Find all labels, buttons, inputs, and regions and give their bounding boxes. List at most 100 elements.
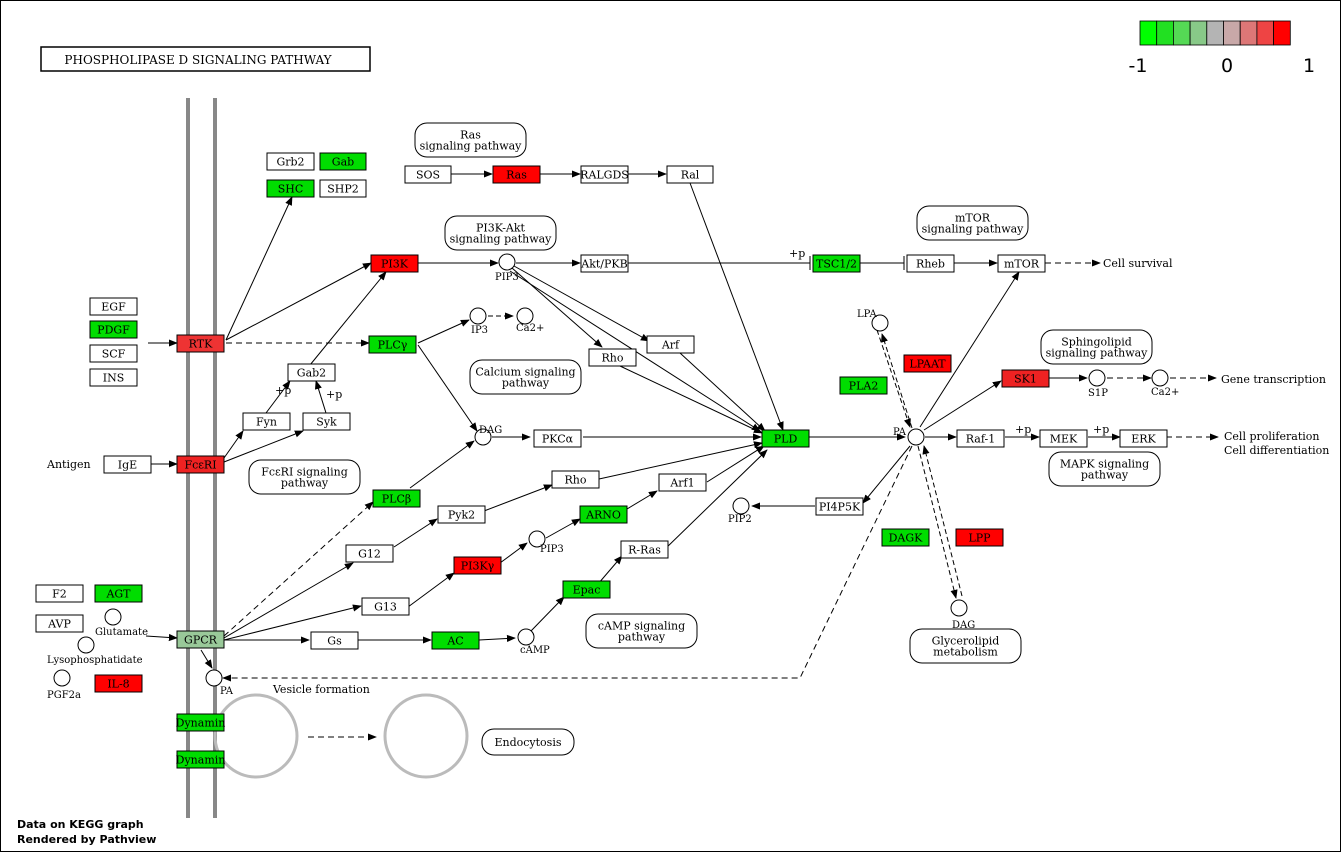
map-node-box[interactable] bbox=[916, 205, 1029, 241]
gene-node-box[interactable] bbox=[533, 429, 582, 448]
map-node-box[interactable] bbox=[909, 628, 1022, 664]
compound-circle[interactable] bbox=[474, 428, 492, 446]
compound-lpa[interactable]: LPA bbox=[857, 309, 889, 332]
gene-node-box[interactable] bbox=[453, 556, 502, 575]
gene-node-pla2[interactable]: PLA2 bbox=[839, 376, 888, 395]
gene-node-box[interactable] bbox=[580, 165, 629, 184]
gene-node-box[interactable] bbox=[345, 544, 394, 563]
gene-node-box[interactable] bbox=[94, 584, 143, 603]
gene-node-box[interactable] bbox=[302, 412, 351, 431]
gene-node-box[interactable] bbox=[1039, 429, 1088, 448]
compound-camp[interactable]: cAMP bbox=[517, 628, 550, 656]
gene-node-box[interactable] bbox=[89, 297, 138, 316]
gene-node-sos[interactable]: SOS bbox=[404, 165, 452, 184]
gene-node-rras[interactable]: R-Ras bbox=[620, 540, 669, 559]
gene-node-box[interactable] bbox=[551, 470, 600, 489]
gene-node-box[interactable] bbox=[176, 630, 225, 649]
compound-ca1[interactable]: Ca2+ bbox=[516, 307, 544, 334]
gene-node-lpaat[interactable]: LPAAT bbox=[903, 354, 952, 373]
compound-pip3a[interactable]: PIP3 bbox=[495, 253, 519, 283]
gene-node-box[interactable] bbox=[666, 165, 714, 184]
gene-node-box[interactable] bbox=[310, 631, 359, 650]
gene-node-plcg[interactable]: PLCγ bbox=[368, 335, 417, 354]
gene-node-box[interactable] bbox=[35, 614, 84, 633]
gene-node-agt[interactable]: AGT bbox=[94, 584, 143, 603]
gene-node-tsc12[interactable]: TSC1/2 bbox=[812, 254, 861, 273]
map-node-box[interactable] bbox=[481, 728, 575, 756]
compound-dag2[interactable]: DAG bbox=[950, 599, 975, 631]
gene-node-sk1[interactable]: SK1 bbox=[1001, 369, 1050, 388]
gene-node-f2[interactable]: F2 bbox=[35, 584, 84, 603]
gene-node-box[interactable] bbox=[242, 412, 291, 431]
gene-node-shp2[interactable]: SHP2 bbox=[319, 179, 367, 198]
gene-node-box[interactable] bbox=[176, 750, 225, 769]
gene-node-pi3k[interactable]: PI3K bbox=[370, 254, 419, 273]
gene-node-box[interactable] bbox=[266, 152, 315, 171]
gene-node-box[interactable] bbox=[372, 489, 421, 508]
gene-node-box[interactable] bbox=[94, 674, 143, 693]
gene-node-box[interactable] bbox=[620, 540, 669, 559]
gene-node-plcb[interactable]: PLCβ bbox=[372, 489, 421, 508]
compound-circle[interactable] bbox=[907, 428, 925, 446]
gene-node-dyn1[interactable]: Dynamin bbox=[176, 713, 226, 732]
gene-node-pld[interactable]: PLD bbox=[761, 429, 810, 448]
gene-node-gs[interactable]: Gs bbox=[310, 631, 359, 650]
map-node-box[interactable] bbox=[414, 122, 527, 158]
gene-node-box[interactable] bbox=[266, 179, 315, 198]
gene-node-arno[interactable]: ARNO bbox=[579, 505, 628, 524]
gene-node-rho2[interactable]: Rho bbox=[551, 470, 600, 489]
gene-node-box[interactable] bbox=[579, 505, 628, 524]
gene-node-box[interactable] bbox=[658, 473, 707, 492]
map-node-endocytosis[interactable]: Endocytosis bbox=[481, 728, 575, 756]
gene-node-ins[interactable]: INS bbox=[89, 368, 138, 387]
gene-node-fyn[interactable]: Fyn bbox=[242, 412, 291, 431]
gene-node-box[interactable] bbox=[956, 429, 1005, 448]
gene-node-box[interactable] bbox=[881, 528, 930, 547]
compound-circle[interactable] bbox=[205, 669, 223, 687]
gene-node-dyn2[interactable]: Dynamin bbox=[176, 750, 226, 769]
gene-node-shc[interactable]: SHC bbox=[266, 179, 315, 198]
compound-s1p[interactable]: S1P bbox=[1088, 369, 1108, 399]
gene-node-box[interactable] bbox=[35, 584, 84, 603]
gene-node-g13[interactable]: G13 bbox=[361, 597, 410, 616]
gene-node-ige[interactable]: IgE bbox=[103, 455, 152, 474]
gene-node-arf1b[interactable]: Arf1 bbox=[658, 473, 707, 492]
compound-circle[interactable] bbox=[1151, 369, 1169, 387]
compound-circle[interactable] bbox=[1088, 369, 1106, 387]
compound-pip3b[interactable]: PIP3 bbox=[528, 530, 564, 555]
gene-node-box[interactable] bbox=[562, 580, 611, 599]
compound-circle[interactable] bbox=[77, 636, 95, 654]
compound-circle[interactable] bbox=[516, 307, 534, 325]
gene-node-arf1[interactable]: Arf bbox=[646, 335, 695, 354]
gene-node-box[interactable] bbox=[646, 335, 695, 354]
gene-node-box[interactable] bbox=[580, 254, 629, 273]
gene-node-box[interactable] bbox=[103, 455, 152, 474]
compound-circle[interactable] bbox=[528, 530, 546, 548]
compound-circle[interactable] bbox=[104, 608, 122, 626]
gene-node-box[interactable] bbox=[287, 363, 336, 382]
gene-node-g12[interactable]: G12 bbox=[345, 544, 394, 563]
gene-node-box[interactable] bbox=[997, 254, 1046, 273]
gene-node-box[interactable] bbox=[1001, 369, 1050, 388]
gene-node-ralgds[interactable]: RALGDS bbox=[580, 165, 629, 184]
map-node-box[interactable] bbox=[469, 359, 582, 395]
compound-ca2[interactable]: Ca2+ bbox=[1151, 369, 1179, 398]
gene-node-box[interactable] bbox=[370, 254, 419, 273]
map-node-box[interactable] bbox=[248, 459, 361, 495]
map-node-box[interactable] bbox=[585, 613, 698, 649]
gene-node-rho1[interactable]: Rho bbox=[588, 348, 637, 367]
map-node-box[interactable] bbox=[1048, 451, 1161, 487]
gene-node-pi4p5k[interactable]: PI4P5K bbox=[815, 497, 864, 516]
gene-node-rtk[interactable]: RTK bbox=[176, 334, 225, 353]
gene-node-scf[interactable]: SCF bbox=[89, 344, 138, 363]
gene-node-rheb[interactable]: Rheb bbox=[906, 254, 955, 273]
gene-node-box[interactable] bbox=[431, 631, 480, 650]
